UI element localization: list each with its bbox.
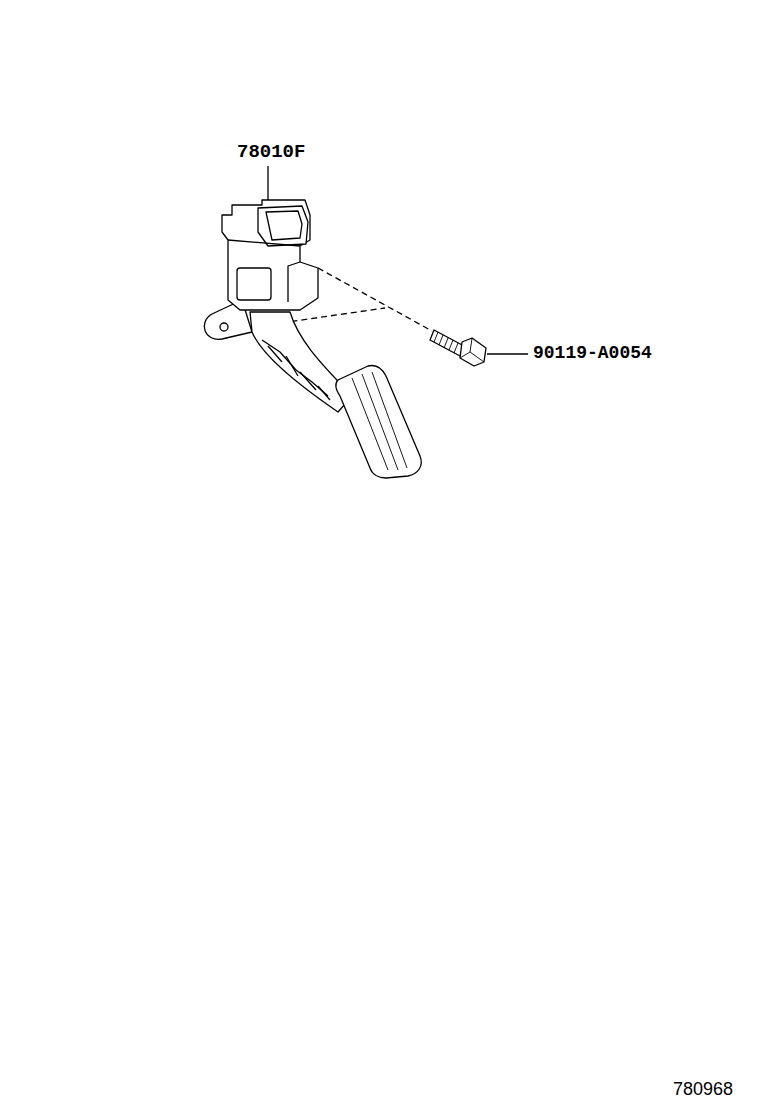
pedal-arm (250, 312, 352, 412)
housing-edge (228, 240, 300, 302)
pad-ridge (352, 372, 407, 470)
part-number: 78010F (237, 142, 305, 164)
arm-rib (262, 340, 328, 396)
connector (258, 206, 308, 246)
mount-hole (220, 323, 228, 331)
leader-line (487, 353, 528, 354)
part-number: 90119-A0054 (533, 343, 652, 364)
pedal-pad (336, 365, 421, 478)
housing-label (237, 268, 271, 300)
leader-line (267, 166, 268, 200)
arm-rib (268, 346, 330, 400)
sensor-housing (222, 200, 318, 310)
connector-socket (266, 211, 302, 240)
bolt (430, 330, 486, 366)
figure-number: 780968 (673, 1079, 733, 1100)
guide-line (318, 268, 432, 331)
